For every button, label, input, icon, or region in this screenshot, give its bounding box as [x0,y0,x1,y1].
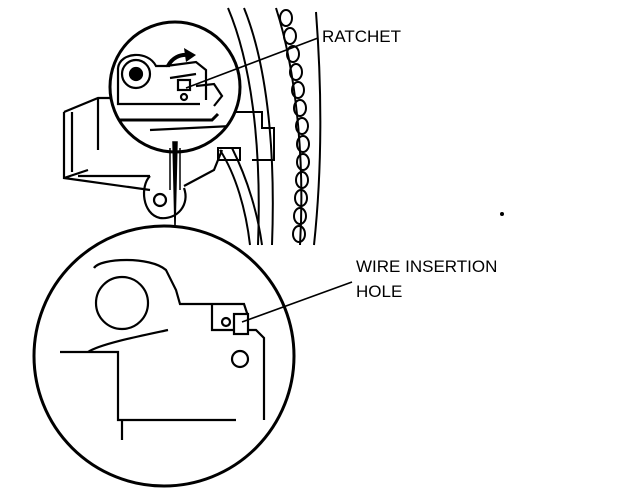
upper-detail-circle [108,20,242,154]
rotation-arrow-icon [166,48,196,68]
timing-chain [217,7,322,246]
speck [500,212,504,216]
wire-insertion-label-line2: HOLE [356,282,402,301]
leader-lines [185,37,353,323]
wire-insertion-label-line1: WIRE INSERTION [356,257,497,276]
lower-detail-circle [32,224,296,488]
ratchet-label: RATCHET [322,27,401,46]
wire-hole-leader-line [241,281,353,323]
plunger-pointer [169,141,181,229]
ratchet-leader-line [185,37,319,89]
